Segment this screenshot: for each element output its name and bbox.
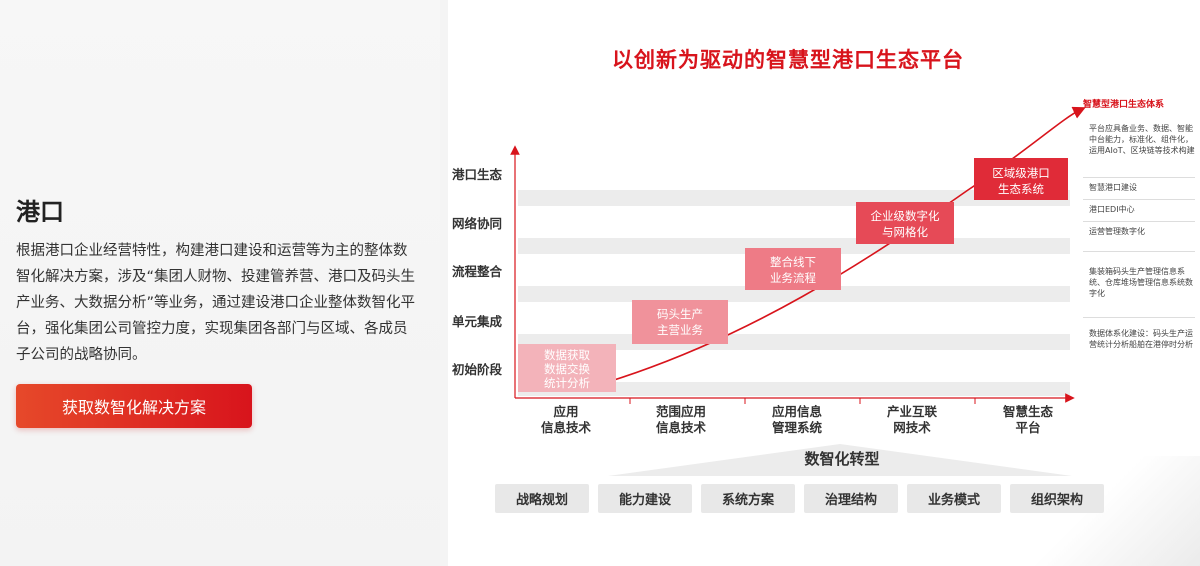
tag-business-model: 业务模式 xyxy=(907,484,1001,513)
tag-system: 系统方案 xyxy=(701,484,795,513)
y-level-label: 流程整合 xyxy=(452,264,503,279)
get-solution-button[interactable]: 获取数智化解决方案 xyxy=(16,384,252,428)
side-panel-item: 数据体系化建设：码头生产运营统计分析船舶在港停时分析 xyxy=(1089,329,1193,349)
tag-capability: 能力建设 xyxy=(598,484,692,513)
maturity-diagram: 港口生态 网络协同 流程整合 单元集成 初始阶段 应用 信息技术 范围应用 信息… xyxy=(452,106,1086,476)
tag-organization: 组织架构 xyxy=(1010,484,1104,513)
stage-box-production xyxy=(632,300,728,344)
stage-box-ecosystem xyxy=(974,158,1068,200)
transform-tags: 战略规划 能力建设 系统方案 治理结构 业务模式 组织架构 xyxy=(495,484,1104,513)
stage-box-text: 与网格化 xyxy=(882,225,928,239)
grid-band xyxy=(518,382,1070,396)
ecosystem-side-panel: 智慧型港口生态体系 平台应具备业务、数据、智能中台能力，标准化、组件化，运用AI… xyxy=(1083,100,1195,356)
side-panel-header: 智慧型港口生态体系 xyxy=(1083,100,1165,110)
stage-box-text: 整合线下 xyxy=(770,255,816,269)
y-level-label: 单元集成 xyxy=(452,314,503,329)
transform-title: 数智化转型 xyxy=(804,450,880,468)
side-panel-item: 运营管理数字化 xyxy=(1083,222,1195,252)
section-heading: 港口 xyxy=(16,198,64,226)
stage-box-text: 业务流程 xyxy=(770,271,816,285)
x-stage-label: 管理系统 xyxy=(772,420,823,435)
stage-box-enterprise xyxy=(856,202,954,244)
transform-base xyxy=(608,444,1072,476)
stage-box-text: 码头生产 xyxy=(657,307,703,321)
x-stage-label: 网技术 xyxy=(893,420,931,435)
x-stage-label: 信息技术 xyxy=(656,420,707,435)
section-description: 根据港口企业经营特性，构建港口建设和运营等为主的整体数智化解决方案，涉及“集团人… xyxy=(16,243,416,363)
side-panel-item: 平台应具备业务、数据、智能中台能力，标准化、组件化，运用AIoT、区块链等技术构… xyxy=(1083,119,1195,178)
x-stage-label: 产业互联 xyxy=(887,404,938,419)
stage-box-text: 数据获取 xyxy=(544,348,590,362)
x-stage-label: 应用信息 xyxy=(772,404,823,419)
y-level-label: 港口生态 xyxy=(452,167,503,182)
stage-box-text: 区域级港口 xyxy=(992,166,1050,180)
diagram-title: 以创新为驱动的智慧型港口生态平台 xyxy=(612,48,964,72)
tag-governance: 治理结构 xyxy=(804,484,898,513)
stage-box-data xyxy=(518,344,616,392)
stage-box-text: 主营业务 xyxy=(657,323,703,337)
x-stage-label: 智慧生态 xyxy=(1002,404,1054,419)
stage-box-text: 数据交换 xyxy=(544,362,590,376)
stage-box-text: 企业级数字化 xyxy=(871,209,940,223)
intro-panel: 港口 根据港口企业经营特性，构建港口建设和运营等为主的整体数智化解决方案，涉及“… xyxy=(0,0,440,566)
tag-strategy: 战略规划 xyxy=(495,484,589,513)
y-level-label: 网络协同 xyxy=(452,216,502,231)
x-stage-label: 应用 xyxy=(553,404,578,419)
side-panel-item: 集装箱码头生产管理信息系统、仓库堆场管理信息系统数字化 xyxy=(1083,252,1195,318)
side-panel-item: 智慧港口建设 xyxy=(1083,178,1195,200)
grid-band xyxy=(518,286,1070,302)
x-stage-label: 平台 xyxy=(1015,420,1040,435)
stage-box-text: 统计分析 xyxy=(544,376,590,390)
side-panel-item: 港口EDI中心 xyxy=(1083,200,1195,222)
y-level-label: 初始阶段 xyxy=(452,362,503,377)
x-stage-label: 信息技术 xyxy=(541,420,592,435)
stage-box-text: 生态系统 xyxy=(998,182,1044,196)
stage-box-process xyxy=(745,248,841,290)
x-stage-label: 范围应用 xyxy=(656,404,706,419)
